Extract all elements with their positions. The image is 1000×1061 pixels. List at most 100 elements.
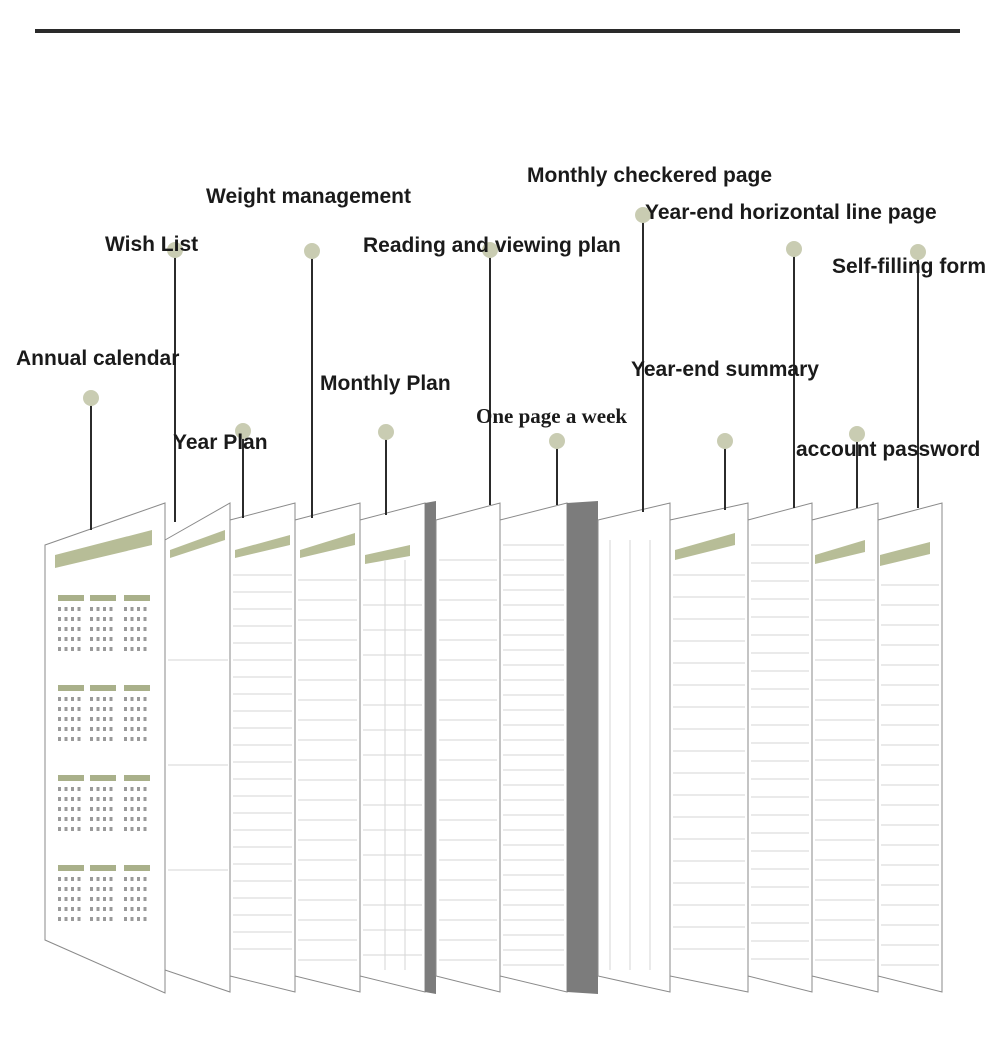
calendar-day [124,887,127,891]
marker-monthly-checkered [635,207,651,223]
calendar-day [58,897,61,901]
calendar-day [58,637,61,641]
marker-annual-calendar [83,390,99,406]
marker-account-password [849,426,865,442]
calendar-day [96,727,100,731]
label-year-end-summary: Year-end summary [631,358,819,381]
label-reading-viewing-plan: Reading and viewing plan [363,234,621,257]
calendar-day [90,897,93,901]
calendar-day [58,917,61,921]
calendar-day [90,807,93,811]
calendar-day [137,827,140,831]
calendar-day [143,637,147,641]
calendar-day [109,707,113,711]
calendar-day [103,647,106,651]
calendar-day [58,707,61,711]
calendar-day [130,707,134,711]
calendar-day [130,797,134,801]
calendar-day [130,887,134,891]
calendar-day [124,707,127,711]
calendar-day [90,917,93,921]
calendar-day [130,717,134,721]
calendar-day [58,627,61,631]
marker-one-page-week [549,433,565,449]
calendar-day [96,917,100,921]
calendar-day [77,697,81,701]
calendar-day [58,617,61,621]
calendar-day [58,727,61,731]
calendar-day [130,617,134,621]
calendar-day [64,797,68,801]
calendar-day [130,737,134,741]
calendar-day [71,917,74,921]
calendar-month-header [58,685,84,691]
calendar-day [143,797,147,801]
calendar-day [130,877,134,881]
calendar-day [124,817,127,821]
page-year-plan [229,502,296,993]
calendar-day [130,647,134,651]
calendar-day [58,817,61,821]
marker-wish-list [167,242,183,258]
label-annual-calendar: Annual calendar [16,347,179,370]
calendar-day [64,627,68,631]
calendar-day [143,907,147,911]
calendar-day [143,787,147,791]
calendar-day [64,717,68,721]
calendar-day [77,607,81,611]
calendar-day [64,877,68,881]
calendar-day [143,647,147,651]
calendar-day [109,627,113,631]
calendar-day [130,827,134,831]
calendar-day [137,737,140,741]
calendar-month-header [90,865,116,871]
calendar-day [64,737,68,741]
leader-lines [83,207,926,530]
calendar-day [90,607,93,611]
calendar-day [96,907,100,911]
calendar-day [64,817,68,821]
calendar-day [96,877,100,881]
calendar-month-header [124,775,150,781]
calendar-day [71,697,74,701]
calendar-day [64,917,68,921]
calendar-day [103,607,106,611]
calendar-day [71,787,74,791]
calendar-day [124,627,127,631]
marker-self-filling-form [910,244,926,260]
calendar-grid [58,595,150,921]
calendar-day [90,907,93,911]
calendar-day [96,637,100,641]
marker-monthly-plan [378,424,394,440]
calendar-day [103,627,106,631]
calendar-day [90,887,93,891]
calendar-day [137,807,140,811]
calendar-day [143,877,147,881]
calendar-day [90,697,93,701]
calendar-day [103,877,106,881]
calendar-day [71,627,74,631]
calendar-day [103,727,106,731]
calendar-day [103,797,106,801]
calendar-day [143,807,147,811]
calendar-day [130,917,134,921]
calendar-day [64,907,68,911]
calendar-day [71,707,74,711]
calendar-day [137,717,140,721]
calendar-day [103,907,106,911]
calendar-month-header [90,595,116,601]
calendar-day [96,717,100,721]
calendar-day [109,917,113,921]
calendar-day [103,807,106,811]
label-year-plan: Year Plan [173,431,268,454]
calendar-day [143,817,147,821]
calendar-day [103,737,106,741]
calendar-day [58,717,61,721]
calendar-day [124,787,127,791]
calendar-day [71,827,74,831]
calendar-day [143,827,147,831]
calendar-day [124,607,127,611]
calendar-day [71,877,74,881]
calendar-day [77,637,81,641]
calendar-day [96,607,100,611]
